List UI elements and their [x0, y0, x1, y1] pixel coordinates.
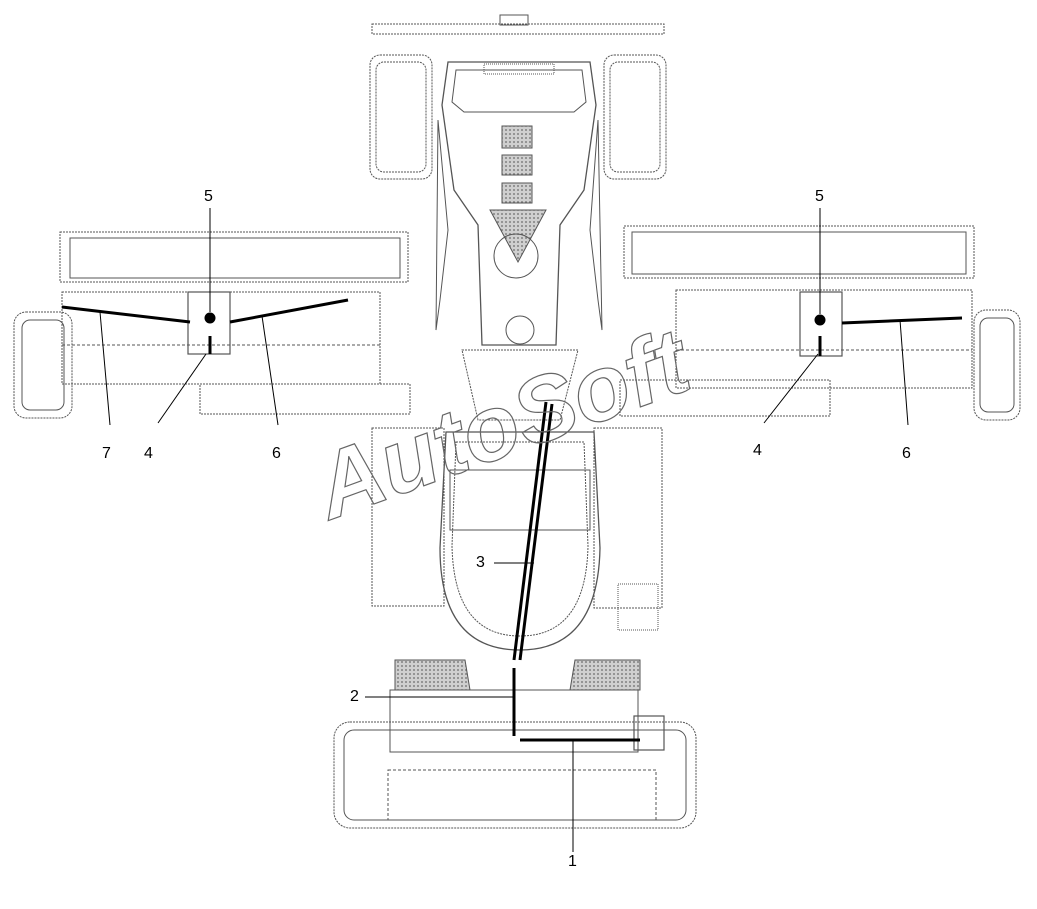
pulleys — [204, 312, 826, 326]
rear-tires — [369, 54, 667, 180]
tractor-hood — [435, 61, 603, 421]
drive-belts — [61, 298, 963, 742]
callout-6-left: 6 — [272, 445, 281, 462]
callout-4-left: 4 — [144, 445, 153, 462]
callout-1: 1 — [568, 853, 577, 870]
left-wing-deck — [13, 231, 411, 419]
front-deck — [333, 659, 697, 829]
right-wing-deck — [619, 225, 1021, 421]
callout-4-right: 4 — [753, 442, 762, 459]
watermark-text: AutoSoft — [300, 309, 705, 539]
callout-7: 7 — [102, 445, 111, 462]
callout-6-right: 6 — [902, 445, 911, 462]
callout-5-right: 5 — [815, 188, 824, 205]
callout-5-left: 5 — [204, 188, 213, 205]
rops-bar — [371, 14, 665, 35]
callout-3: 3 — [476, 554, 485, 571]
watermark: AutoSoft — [299, 308, 705, 540]
leader-lines — [99, 208, 909, 852]
callout-2: 2 — [350, 688, 359, 705]
